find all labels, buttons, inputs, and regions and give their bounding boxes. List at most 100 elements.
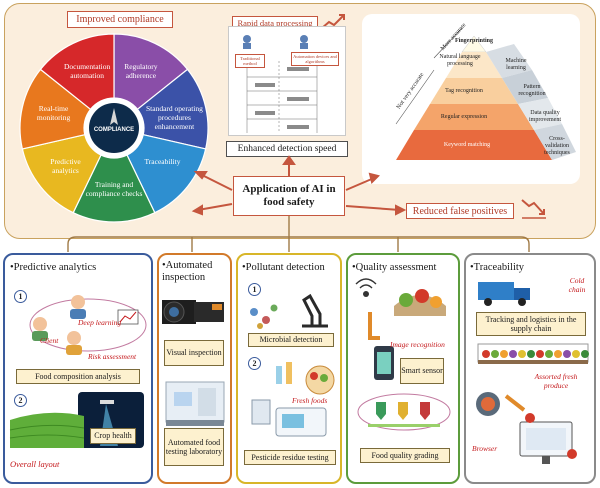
pyr-fingerprinting: Fingerprinting [454,38,493,44]
center-title: Application of AI in food safety [233,176,345,216]
predictive-illustration [29,295,147,355]
produce-item-icon [572,350,580,358]
automated-title: •Automated inspection [162,260,213,283]
pollutant-title: •Pollutant detection [242,262,325,273]
enhanced-speed-label: Enhanced detection speed [226,141,348,157]
produce-item-icon [518,350,526,358]
predictive-num-2: 2 [14,394,27,407]
produce-item-icon [482,350,490,358]
trace-arrow-icon [504,394,526,412]
wheel-segment-label: Traceability [144,156,181,166]
reduced-false-label: Reduced false positives [406,203,514,219]
produce-item-icon [554,350,562,358]
predictive-title: •Predictive analytics [10,262,97,273]
crop-health-label: Crop health [90,428,136,444]
pyr-keyword: Keyword matching [443,142,491,148]
overall-layout-label: Overall layout [10,459,60,469]
wheel-segment-label: Regulatory adherence [124,62,158,81]
trend-down-icon [521,199,546,219]
wheel-segment-label: Standard operating procedures enhancemen… [146,104,203,132]
wheel-segment-label: Predictive analytics [50,156,81,175]
pesticide-label: Pesticide residue testing [244,450,336,465]
image-recognition-label: Image recognition [390,340,445,349]
flow-arrow-icon [368,312,380,340]
analyst-icon [67,331,81,345]
smart-sensor-label: Smart sensor [400,358,444,384]
produce-item-icon [545,350,553,358]
robot-icon [300,35,308,43]
compass-needle-icon [110,108,118,125]
pyramid-panel: Fingerprinting Natural language processi… [362,14,580,184]
fresh-food-bowl-icon [305,365,335,395]
flow-diagram: Traditional method Automation devices an… [228,26,346,136]
microscope-illustration [250,293,328,329]
produce-item-icon [500,350,508,358]
traceability-title: •Traceability [470,262,525,273]
apple-icon [525,413,535,423]
truck-icon [478,282,530,306]
food-composition-label: Food composition analysis [16,369,140,384]
headset-person-icon [71,295,85,309]
cold-chain-label: Cold chain [568,276,586,294]
wheel-segment-label: Documentation automation [63,62,111,81]
green-field [10,412,84,448]
pyr-data-quality: Data quality improvement [529,110,561,123]
pyr-tag: Tag recognition [445,88,483,94]
browser-label: Browser [472,444,498,453]
traditional-method-box: Traditional method [235,54,265,68]
produce-item-icon [509,350,517,358]
client-label: Client [40,336,59,345]
pyr-ml: Machine learning [505,58,527,71]
pesticide-illustration [251,362,335,437]
compliance-badge-icon [89,103,139,153]
produce-item-icon [536,350,544,358]
risk-label: Risk assessment [88,352,137,361]
shield-yellow-icon [398,402,408,420]
traceability-illustration [476,392,577,464]
wheel-segment-label: Real-time monitoring [36,104,71,123]
pyr-cross-validation: Cross-validation techniques [544,136,570,156]
compliance-badge-text: COMPLIANCE [94,127,134,133]
client-icon [33,317,47,331]
produce-item-icon [491,350,499,358]
automation-box: Automation devices and algorithms [291,52,339,66]
produce-shelf-icon [477,343,589,364]
assorted-produce-label: Assorted fresh produce [534,372,578,390]
flow-lines [243,35,318,133]
tracking-label: Tracking and logistics in the supply cha… [476,312,586,336]
chart-icon [117,309,139,325]
quality-grading-illustration [357,393,451,431]
test-tube-icon [276,366,282,384]
quality-grading-label: Food quality grading [360,448,450,463]
connector-arrows [67,155,530,252]
shield-green-icon [376,402,386,420]
pollutant-num-1: 1 [248,283,261,296]
quality-title: •Quality assessment [352,262,437,273]
automated-lab-label: Automated food testing laboratory [164,428,224,466]
pyr-regex: Regular expression [440,114,488,120]
signal-icon [363,291,369,297]
quality-illustration [355,278,446,380]
improved-compliance-label: Improved compliance [67,11,173,28]
fresh-foods-label: Fresh foods [292,396,328,405]
spray-bottle-icon [251,399,271,425]
accuracy-pyramid [395,27,576,160]
camera-icon [162,300,224,324]
lab-machine-icon [165,381,225,426]
deep-learning-label: Deep learning [78,318,122,327]
produce-item-icon [581,350,589,358]
pyr-nlp: Natural language processing [439,54,481,67]
produce-item-icon [563,350,571,358]
shield-red-icon [420,402,430,420]
pyr-pattern: Pattern recognition [518,84,546,97]
drone-icon [100,400,114,404]
compliance-wheel: COMPLIANCE [19,33,209,223]
produce-item-icon [527,350,535,358]
predictive-num-1: 1 [14,290,27,303]
microscope-icon [302,293,328,328]
person-icon [243,35,251,43]
wheel-segment-label: Training and compliance checks [85,180,143,198]
microbial-label: Microbial detection [248,333,334,347]
microbe-icon [250,308,258,316]
field-drone-illustration [9,392,144,448]
